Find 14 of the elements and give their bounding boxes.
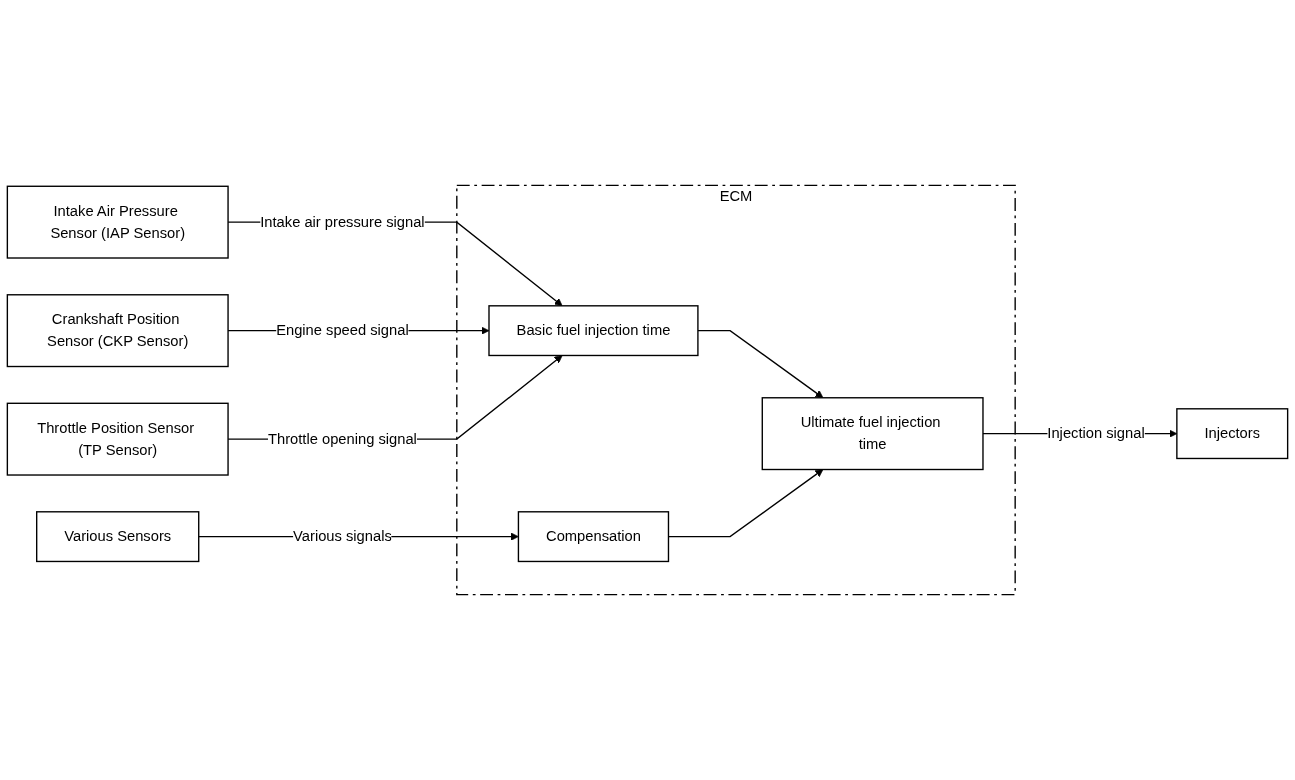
node-box: Throttle Position Sensor (TP Sensor) — [6, 402, 229, 476]
edge-label: Intake air pressure signal — [260, 213, 425, 230]
node-box: Intake Air Pressure Sensor (IAP Sensor) — [6, 185, 229, 259]
node-box: Crankshaft Position Sensor (CKP Sensor) — [6, 294, 229, 368]
node-box: Injectors — [1176, 408, 1289, 460]
edge-label: Injection signal — [1047, 425, 1145, 442]
arrow — [697, 330, 824, 399]
edge-label: Throttle opening signal — [268, 430, 417, 447]
node-box: Various Sensors — [36, 511, 200, 563]
edge-label: Engine speed signal — [276, 322, 409, 339]
edge-label: Various signals — [293, 528, 392, 545]
node-box: Compensation — [517, 511, 670, 563]
node-box: Ultimate fuel injection time — [761, 397, 984, 471]
node-box: Basic fuel injection time — [488, 305, 699, 357]
